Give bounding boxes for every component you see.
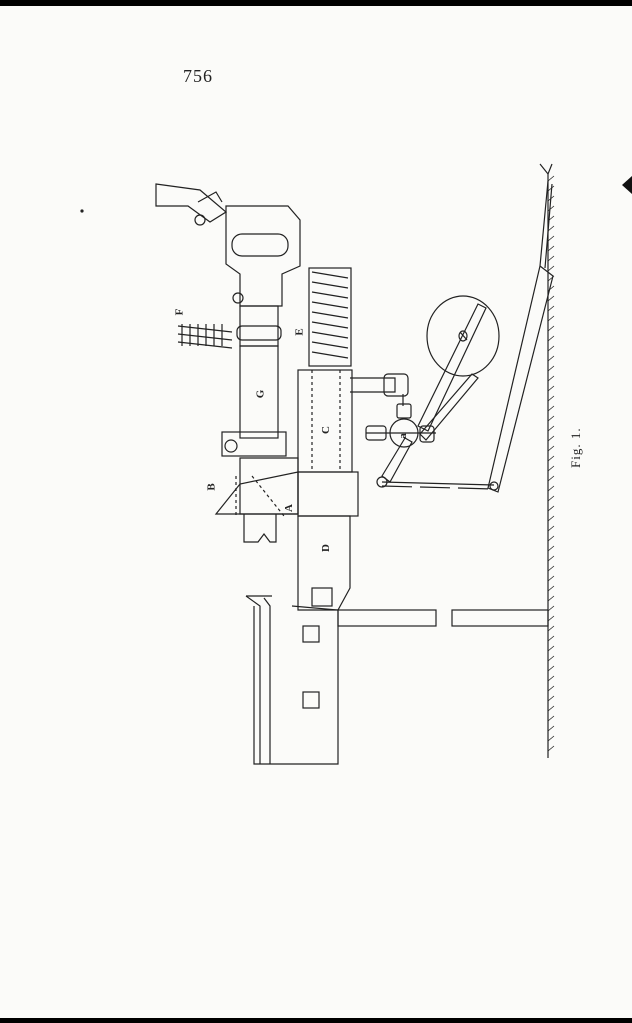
label-a-lower: a [396,433,409,439]
label-g: G [254,389,267,399]
ground-hatching [547,175,555,752]
label-e: E [293,328,306,336]
part-d [297,515,351,611]
crank-arm [381,437,413,483]
page-number: 756 [183,66,213,86]
edge-marker [622,176,632,194]
base-frame [253,605,339,765]
support-beam [337,609,437,627]
flywheel [426,295,500,377]
spring-e [308,267,352,367]
label-b: B [205,483,218,491]
label-f: F [173,308,186,316]
spring-f [177,324,233,349]
lever-bar [487,264,554,493]
cylinder-c [297,369,353,473]
label-a-upper: A [282,504,295,512]
handle [225,205,301,307]
document-page: 756 [0,6,632,1018]
technical-drawing [80,163,555,765]
label-d: D [319,544,332,552]
figure-caption: Fig. 1. [568,427,583,468]
connecting-rod [381,481,495,486]
label-c: C [319,426,332,434]
